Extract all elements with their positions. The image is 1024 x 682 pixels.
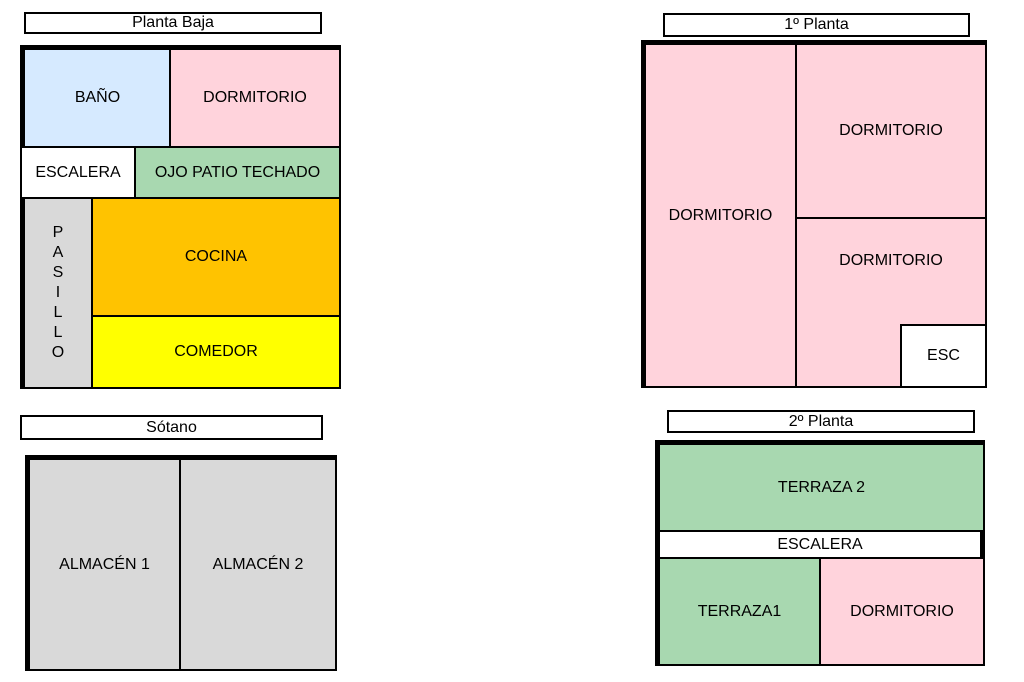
- room-terraza-1: TERRAZA1: [658, 557, 821, 666]
- pasillo-letter: I: [55, 284, 61, 301]
- pasillo-letter: O: [51, 344, 65, 361]
- room-escalera-baja: ESCALERA: [20, 146, 136, 199]
- room-almacen-1: ALMACÉN 1: [28, 458, 181, 671]
- room-escalera-segunda: ESCALERA: [658, 530, 982, 559]
- primera-planta-plan: DORMITORIO DORMITORIO DORMITORIO ESC: [641, 40, 987, 388]
- sotano-title: Sótano: [20, 415, 323, 440]
- room-dormitorio-primera-bottom-right: DORMITORIO: [795, 217, 987, 388]
- room-dormitorio-primera-left: DORMITORIO: [644, 43, 797, 388]
- room-dormitorio-segunda: DORMITORIO: [819, 557, 985, 666]
- room-esc: ESC: [900, 324, 987, 388]
- room-almacen-2: ALMACÉN 2: [179, 458, 337, 671]
- segunda-planta-title: 2º Planta: [667, 410, 975, 433]
- room-bano: BAÑO: [23, 48, 172, 148]
- room-dormitorio-primera-top-right: DORMITORIO: [795, 43, 987, 219]
- pasillo-letter: S: [52, 264, 64, 281]
- room-pasillo: P A S I L L O: [23, 197, 93, 389]
- room-terraza-2: TERRAZA 2: [658, 443, 985, 532]
- room-ojo-patio: OJO PATIO TECHADO: [134, 146, 341, 199]
- pasillo-letter: L: [53, 324, 63, 341]
- sotano-plan: ALMACÉN 1 ALMACÉN 2: [25, 455, 337, 671]
- pasillo-letter: A: [52, 244, 64, 261]
- primera-planta-title: 1º Planta: [663, 13, 970, 37]
- room-cocina: COCINA: [91, 197, 341, 317]
- room-dormitorio-baja: DORMITORIO: [169, 48, 341, 148]
- pasillo-letter: P: [52, 224, 64, 241]
- room-comedor: COMEDOR: [91, 315, 341, 389]
- pasillo-label: P A S I L L O: [52, 225, 64, 361]
- segunda-planta-plan: TERRAZA 2 ESCALERA TERRAZA1 DORMITORIO: [655, 440, 985, 666]
- planta-baja-title: Planta Baja: [24, 12, 322, 34]
- pasillo-letter: L: [53, 304, 63, 321]
- planta-baja-plan: BAÑO DORMITORIO ESCALERA OJO PATIO TECHA…: [20, 45, 341, 389]
